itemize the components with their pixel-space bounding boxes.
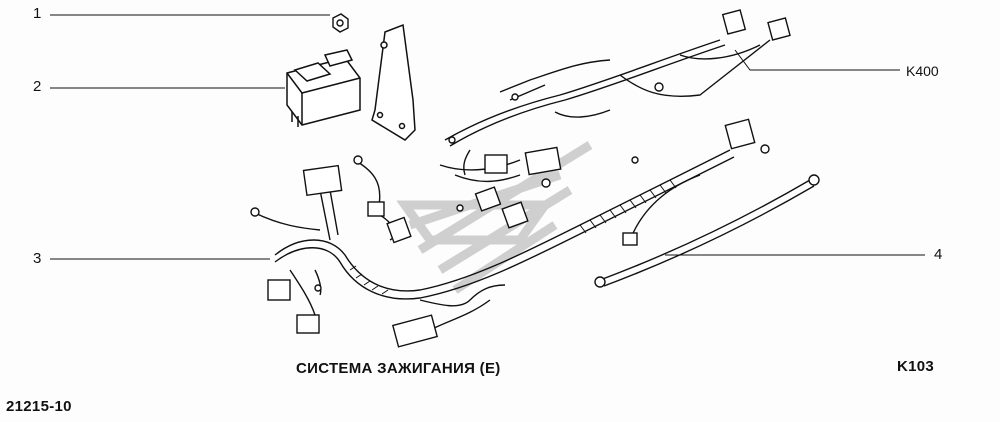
harness-k400 xyxy=(439,9,791,183)
ground-wire xyxy=(594,174,820,288)
mounting-bracket xyxy=(371,23,416,141)
harness-main xyxy=(250,118,770,348)
leader-lines xyxy=(50,14,925,260)
ignition-module xyxy=(286,49,361,127)
callout-2: 2 xyxy=(33,78,42,95)
leader-k400 xyxy=(734,49,900,71)
diagram-code: K103 xyxy=(897,358,935,375)
callout-4: 4 xyxy=(934,246,943,263)
watermark-logo xyxy=(396,141,593,294)
nut-part xyxy=(332,13,349,33)
callout-k400: K400 xyxy=(906,63,939,79)
callout-1: 1 xyxy=(33,5,42,22)
diagram-title: СИСТЕМА ЗАЖИГАНИЯ (E) xyxy=(296,360,501,377)
callout-3: 3 xyxy=(33,250,42,267)
document-number: 21215-10 xyxy=(6,398,72,415)
